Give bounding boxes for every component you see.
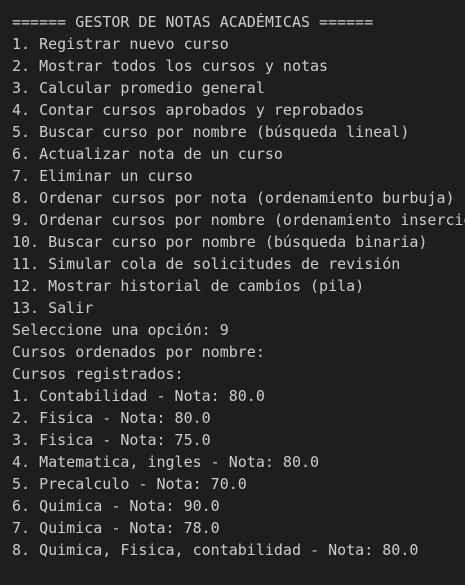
- menu-option: 9. Ordenar cursos por nombre (ordenamien…: [12, 211, 465, 229]
- course-entry: 6. Quimica - Nota: 90.0: [12, 497, 220, 515]
- menu-option: 11. Simular cola de solicitudes de revis…: [12, 255, 401, 273]
- menu-option: 10. Buscar curso por nombre (búsqueda bi…: [12, 233, 428, 251]
- menu-option: 2. Mostrar todos los cursos y notas: [12, 57, 329, 75]
- menu-option: 12. Mostrar historial de cambios (pila): [12, 277, 365, 295]
- menu-option: 3. Calcular promedio general: [12, 79, 265, 97]
- sorted-title: Cursos ordenados por nombre:: [12, 343, 265, 361]
- course-entry: 8. Quimica, Fisica, contabilidad - Nota:…: [12, 541, 419, 559]
- course-entry: 4. Matematica, ingles - Nota: 80.0: [12, 453, 320, 471]
- course-entry: 2. Fisica - Nota: 80.0: [12, 409, 211, 427]
- menu-option: 4. Contar cursos aprobados y reprobados: [12, 101, 365, 119]
- menu-option: 6. Actualizar nota de un curso: [12, 145, 283, 163]
- course-entry: 1. Contabilidad - Nota: 80.0: [12, 387, 265, 405]
- course-entry: 5. Precalculo - Nota: 70.0: [12, 475, 247, 493]
- menu-option: 8. Ordenar cursos por nota (ordenamiento…: [12, 189, 455, 207]
- course-entry: 3. Fisica - Nota: 75.0: [12, 431, 211, 449]
- option-prompt: Seleccione una opción: 9: [12, 321, 229, 339]
- menu-header: ====== GESTOR DE NOTAS ACADÉMICAS ======: [12, 13, 374, 31]
- registered-title: Cursos registrados:: [12, 365, 184, 383]
- menu-option: 5. Buscar curso por nombre (búsqueda lin…: [12, 123, 410, 141]
- menu-option: 1. Registrar nuevo curso: [12, 35, 229, 53]
- menu-option: 7. Eliminar un curso: [12, 167, 193, 185]
- menu-option: 13. Salir: [12, 299, 94, 317]
- course-entry: 7. Quimica - Nota: 78.0: [12, 519, 220, 537]
